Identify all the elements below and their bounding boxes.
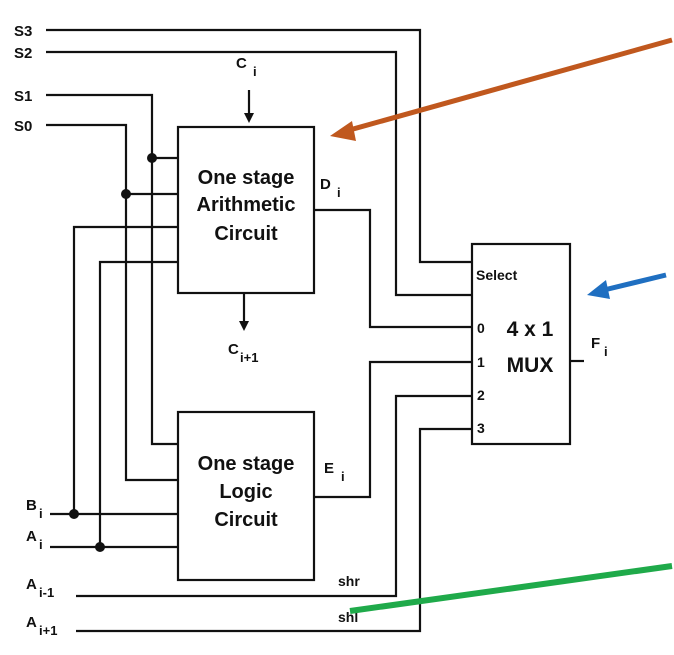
wire-s3 [46, 28, 472, 264]
mux-title-line2: MUX [507, 354, 554, 377]
annotation-arrow-arithmetic [345, 37, 673, 134]
mux-title-line1: 4 x 1 [507, 318, 554, 341]
wire-bi-arith [72, 225, 178, 514]
data-wires [50, 225, 178, 549]
arithmetic-block-line1: One stage [198, 167, 295, 189]
junction-s0 [121, 189, 131, 199]
mux-input-2: 2 [477, 387, 485, 403]
junction-s1 [147, 153, 157, 163]
mux-input-1: 1 [477, 354, 485, 370]
label-s1: S1 [14, 88, 32, 105]
wire-s2 [46, 50, 472, 297]
wire-ei-to-mux1 [314, 360, 472, 499]
arithmetic-block: One stage Arithmetic Circuit [176, 125, 316, 295]
mux-input-0: 0 [477, 320, 485, 336]
logic-block-line3: Circuit [214, 509, 278, 531]
wire-ai-arith [98, 260, 178, 547]
annotation-arrow-mux [603, 272, 667, 293]
annotations [330, 37, 673, 614]
annotation-line-shl [349, 563, 673, 614]
mux-select-label: Select [476, 267, 518, 283]
wire-aim1-to-mux2 [76, 394, 472, 598]
wire-aip1-to-mux3 [76, 427, 472, 633]
annotation-arrowhead-arithmetic [330, 121, 356, 141]
label-s3: S3 [14, 23, 32, 40]
select-wires [46, 28, 472, 482]
junction-ai [95, 542, 105, 552]
wire-di-to-mux0 [314, 208, 472, 329]
label-s0: S0 [14, 118, 32, 135]
label-shr: shr [338, 573, 360, 589]
label-ci1: Ci+1 [228, 341, 258, 365]
logic-block-line2: Logic [219, 481, 272, 503]
arithmetic-block-line2: Arithmetic [197, 194, 296, 216]
wire-s1 [46, 93, 178, 446]
mux-input-3: 3 [477, 420, 485, 436]
arithmetic-block-line3: Circuit [214, 223, 278, 245]
logic-block-line1: One stage [198, 453, 295, 475]
mux-block: Select 4 x 1 MUX 0 1 2 3 [470, 242, 572, 446]
annotation-arrowhead-mux [587, 280, 610, 299]
logic-block: One stage Logic Circuit [176, 410, 316, 582]
junction-bi [69, 509, 79, 519]
label-s2: S2 [14, 45, 32, 62]
wire-s0 [46, 123, 178, 482]
